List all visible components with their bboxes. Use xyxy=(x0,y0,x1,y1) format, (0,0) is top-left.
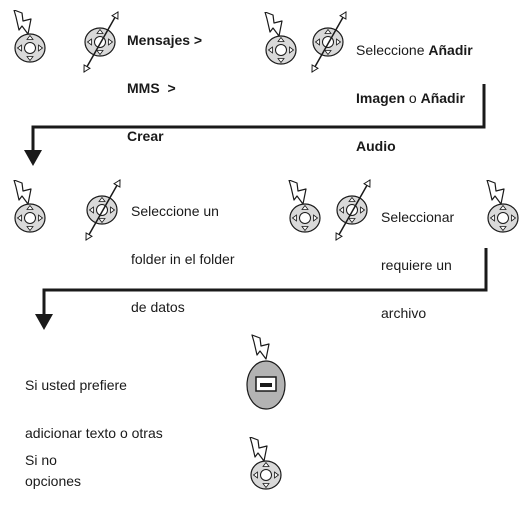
arrow-head-2 xyxy=(35,314,53,330)
add-text-line-3: opciones xyxy=(25,473,82,489)
left-soft-key-icon xyxy=(242,333,290,418)
select-file-line-3: archivo xyxy=(381,305,427,321)
add-media-bold-2: Imagen xyxy=(356,90,406,106)
step-add-text: Si usted prefiere adicionar texto o otra… xyxy=(25,345,163,521)
diagram: Mensajes > MMS > Crear Seleccione Añadir… xyxy=(10,0,523,498)
add-media-mid: o xyxy=(405,90,421,106)
step-select-file: Seleccionar requiere un archivo xyxy=(381,177,454,353)
select-file-line-1: Seleccionar xyxy=(381,209,455,225)
add-text-line-1: Si usted prefiere xyxy=(25,377,127,393)
menu-path-line-3: Crear xyxy=(127,128,164,144)
connector-2 xyxy=(42,248,488,316)
step-select-folder: Seleccione un folder in el folder de dat… xyxy=(131,171,235,347)
scroll-key-icon xyxy=(78,176,130,249)
step-otherwise: Si no xyxy=(25,452,57,468)
select-key-icon xyxy=(285,179,325,241)
connector-1 xyxy=(31,84,486,152)
select-key-icon xyxy=(246,436,286,498)
menu-path-line-2: MMS > xyxy=(127,80,176,96)
arrow-head-1 xyxy=(24,150,42,166)
select-key-icon xyxy=(483,179,523,241)
select-folder-line-1: Seleccione un xyxy=(131,203,219,219)
add-media-prefix: Seleccione xyxy=(356,42,429,58)
step-add-media: Seleccione Añadir Imagen o Añadir Audio xyxy=(356,10,473,186)
scroll-key-icon xyxy=(304,8,356,81)
scroll-key-icon xyxy=(76,8,128,81)
add-media-bold-1: Añadir xyxy=(428,42,473,58)
add-media-bold-3: Añadir xyxy=(420,90,465,106)
select-key-icon xyxy=(10,179,50,241)
select-folder-line-2: folder in el folder xyxy=(131,251,235,267)
select-file-line-2: requiere un xyxy=(381,257,452,273)
flow-connectors xyxy=(24,84,488,330)
select-folder-line-3: de datos xyxy=(131,299,185,315)
add-media-bold-4: Audio xyxy=(356,138,396,154)
step-menu-path: Mensajes > MMS > Crear xyxy=(127,0,202,176)
add-text-line-2: adicionar texto o otras xyxy=(25,425,163,441)
scroll-key-icon xyxy=(328,176,380,249)
menu-path-line-1: Mensajes > xyxy=(127,32,203,48)
select-key-icon xyxy=(10,9,50,71)
select-key-icon xyxy=(261,11,301,73)
